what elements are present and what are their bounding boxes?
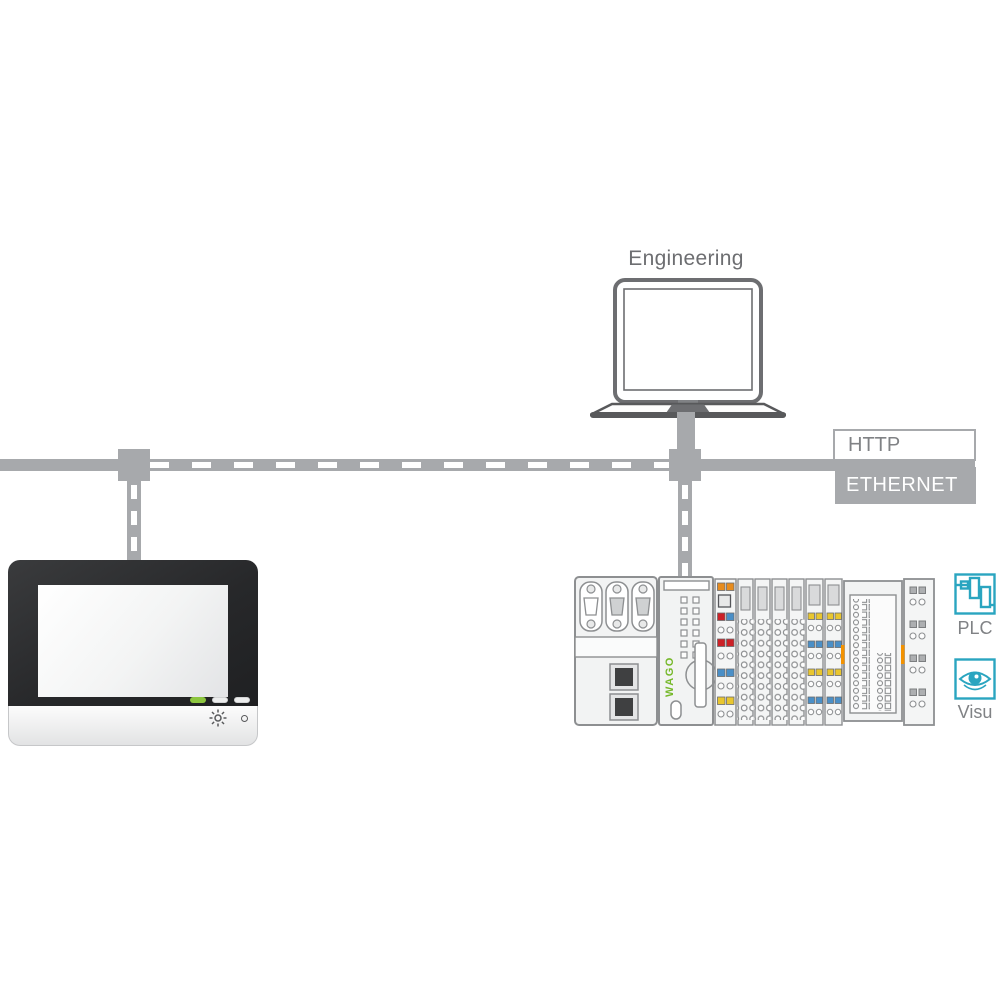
hmi-status-led-2 bbox=[234, 697, 250, 703]
plc-connection-dashes bbox=[682, 481, 688, 578]
cpu-top-slot bbox=[663, 580, 710, 591]
hmi-connection-dashes bbox=[131, 481, 137, 561]
brightness-icon bbox=[209, 709, 227, 727]
hmi-power-led bbox=[190, 697, 206, 703]
orange-release-clip bbox=[901, 645, 905, 664]
io-module-terminal-block bbox=[841, 580, 903, 722]
http-label: HTTP bbox=[848, 434, 901, 456]
laptop-icon bbox=[590, 278, 786, 418]
bus-junction-hmi bbox=[118, 449, 150, 481]
plc-icon-label: PLC bbox=[957, 618, 993, 638]
rj45-ports bbox=[609, 663, 639, 721]
io-modules-plain bbox=[737, 578, 805, 726]
hmi-touch-panel bbox=[8, 560, 258, 746]
laptop-screen bbox=[613, 278, 763, 404]
io-module-digital-2 bbox=[824, 578, 843, 726]
wago-logo: WAGO bbox=[664, 656, 676, 697]
ethernet-bus-dashes bbox=[150, 462, 669, 468]
ethernet-label-box: ETHERNET bbox=[835, 467, 976, 504]
io-module-supply bbox=[714, 578, 737, 726]
usb-port bbox=[670, 700, 682, 720]
plc-connection-line bbox=[678, 481, 692, 578]
ethernet-label: ETHERNET bbox=[846, 474, 958, 496]
visu-icon-label: Visu bbox=[957, 702, 993, 722]
plc-comm-module bbox=[574, 576, 658, 726]
visu-eye-icon bbox=[954, 658, 996, 700]
comm-module-band bbox=[574, 636, 658, 658]
io-end-module bbox=[901, 578, 935, 726]
http-label-box: HTTP bbox=[833, 429, 976, 461]
plc-cpu-module: WAGO bbox=[658, 576, 717, 726]
engineering-label: Engineering bbox=[628, 247, 744, 270]
hmi-screen bbox=[38, 585, 228, 697]
memory-card-slot bbox=[694, 642, 707, 708]
laptop-connection-line bbox=[677, 412, 695, 454]
hmi-status-led-1 bbox=[212, 697, 228, 703]
plc-function-icon bbox=[954, 573, 996, 615]
laptop-base bbox=[590, 400, 786, 418]
hmi-bottom-strip bbox=[8, 706, 258, 746]
io-module-digital-1 bbox=[805, 578, 824, 726]
bus-junction-plc bbox=[669, 449, 701, 481]
hmi-connection-line bbox=[127, 481, 141, 561]
dsub-connectors bbox=[579, 581, 655, 632]
hmi-sensor-dot bbox=[241, 715, 248, 722]
orange-release-clip bbox=[841, 645, 845, 664]
plc-controller: WAGO bbox=[574, 576, 935, 726]
